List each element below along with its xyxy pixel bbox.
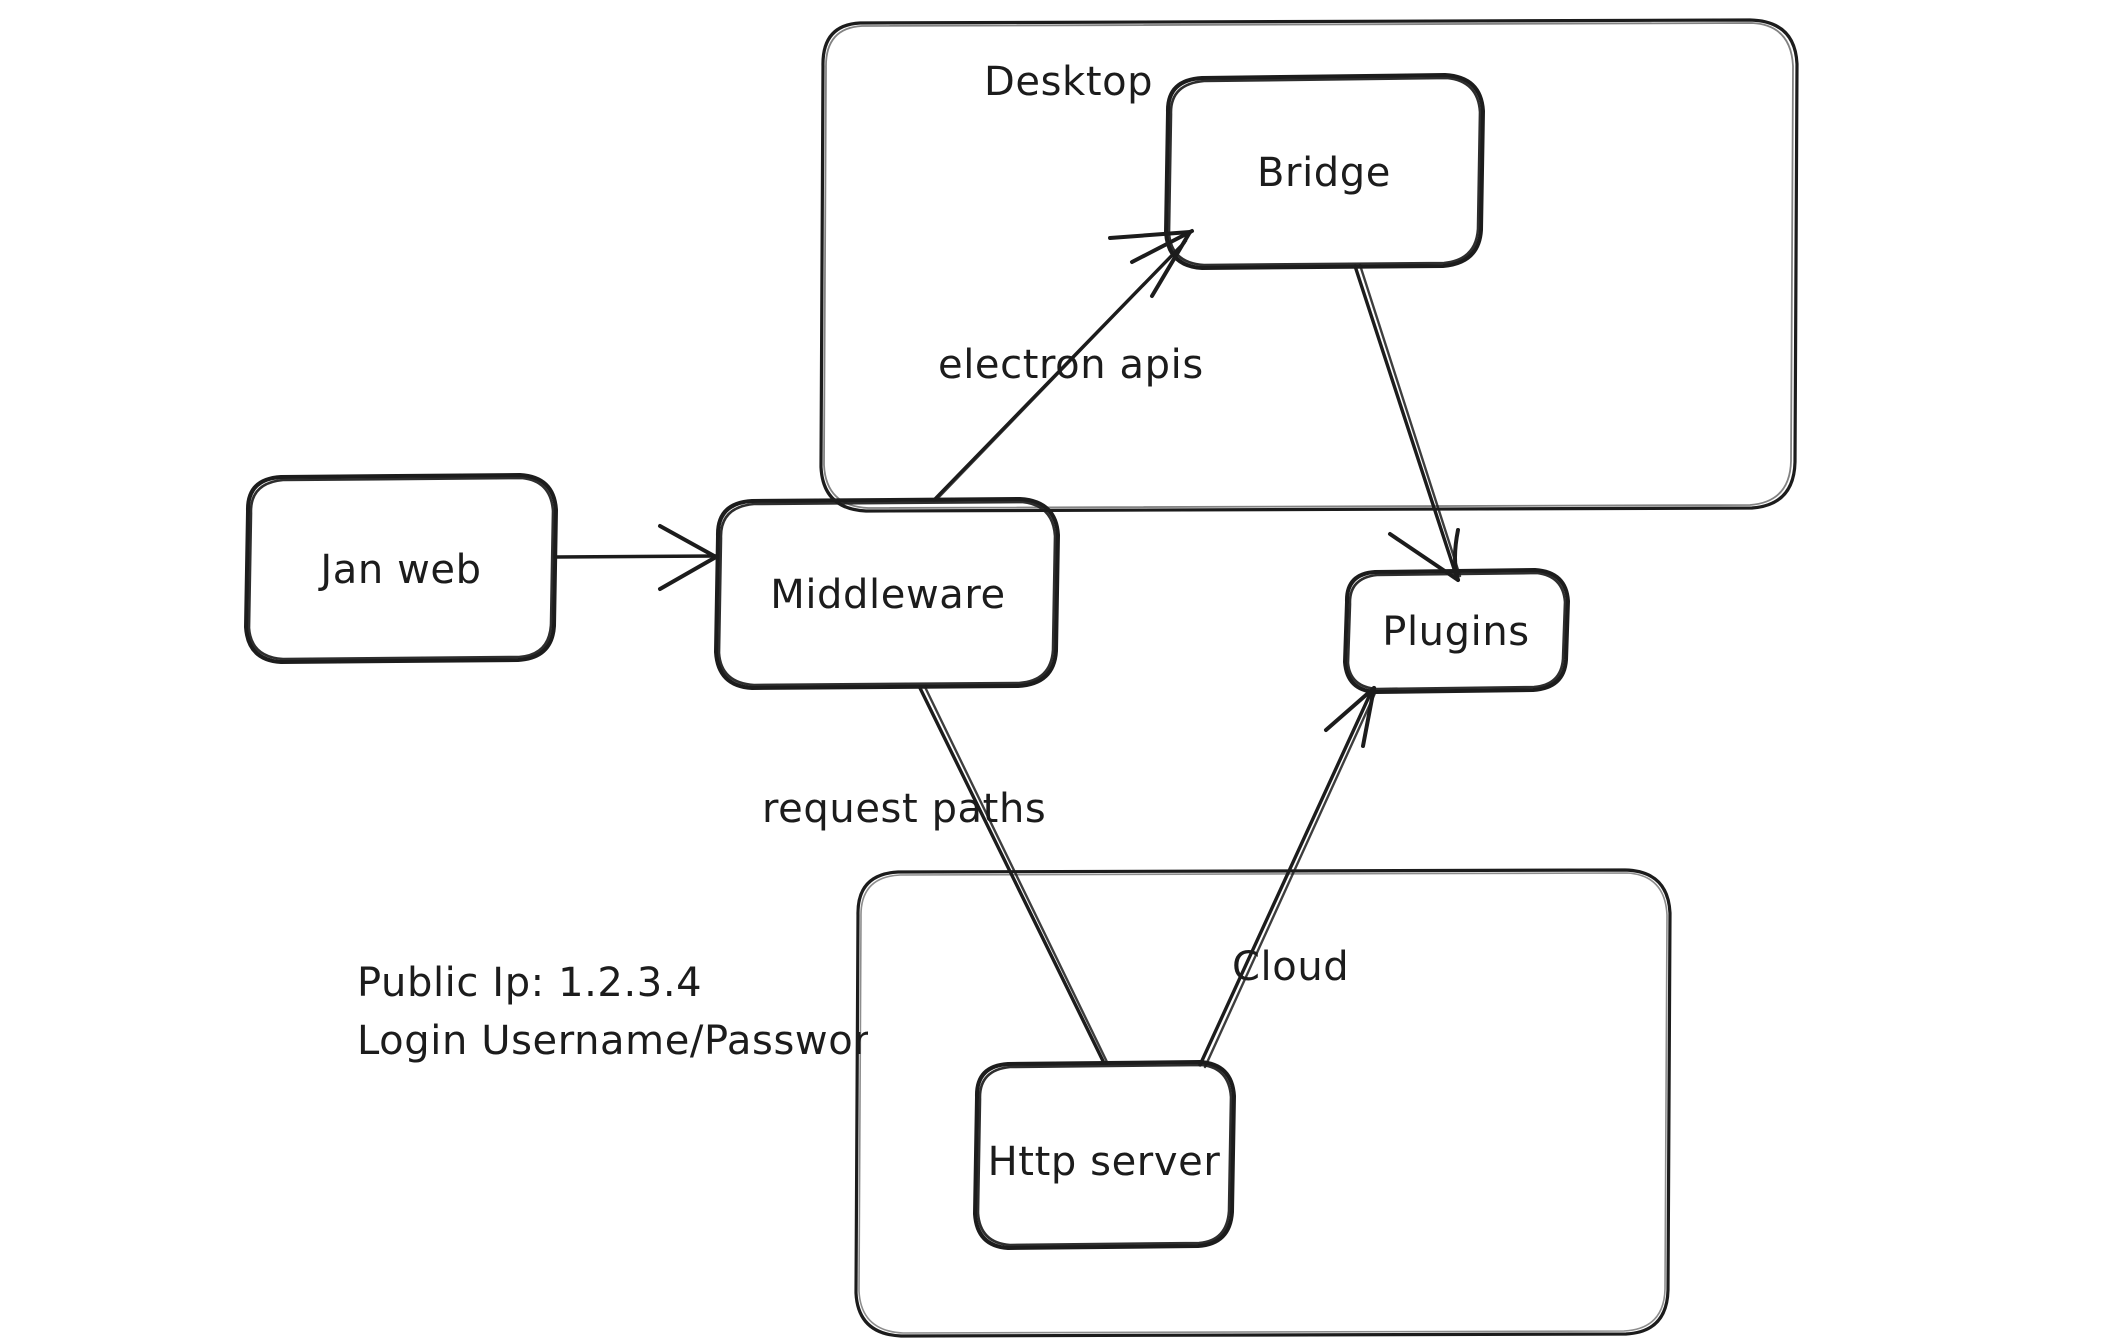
notes-block: Public Ip: 1.2.3.4 Login Username/Passwo… (357, 960, 896, 1064)
node-http-server-label: Http server (988, 1139, 1221, 1185)
edge-bridge-to-plugins (1353, 263, 1462, 582)
node-plugins[interactable]: Plugins (1343, 568, 1570, 694)
note-public-ip: Public Ip: 1.2.3.4 (357, 960, 702, 1006)
edge-middleware-to-bridge: electron apis (932, 229, 1204, 502)
node-middleware[interactable]: Middleware (714, 497, 1060, 690)
edge-label-request-paths: request paths (762, 786, 1046, 832)
edge-http-server-to-plugins: Cloud (1198, 686, 1378, 1069)
note-login-credentials: Login Username/Password (357, 1018, 896, 1064)
cloud-container[interactable] (854, 868, 1672, 1338)
node-bridge[interactable]: Bridge (1164, 73, 1485, 270)
edge-middleware-to-http-server: request paths (762, 685, 1109, 1065)
node-jan-web[interactable]: Jan web (244, 473, 558, 664)
desktop-container-label: Desktop (984, 59, 1153, 105)
node-middleware-label: Middleware (770, 572, 1006, 618)
node-jan-web-label: Jan web (317, 547, 481, 593)
edge-label-cloud: Cloud (1232, 944, 1349, 990)
desktop-container[interactable]: Desktop (819, 18, 1799, 513)
node-bridge-label: Bridge (1257, 150, 1391, 196)
node-http-server[interactable]: Http server (973, 1060, 1236, 1250)
node-plugins-label: Plugins (1382, 609, 1529, 655)
edge-jan-web-to-middleware (554, 524, 718, 591)
edge-label-electron-apis: electron apis (938, 342, 1204, 388)
